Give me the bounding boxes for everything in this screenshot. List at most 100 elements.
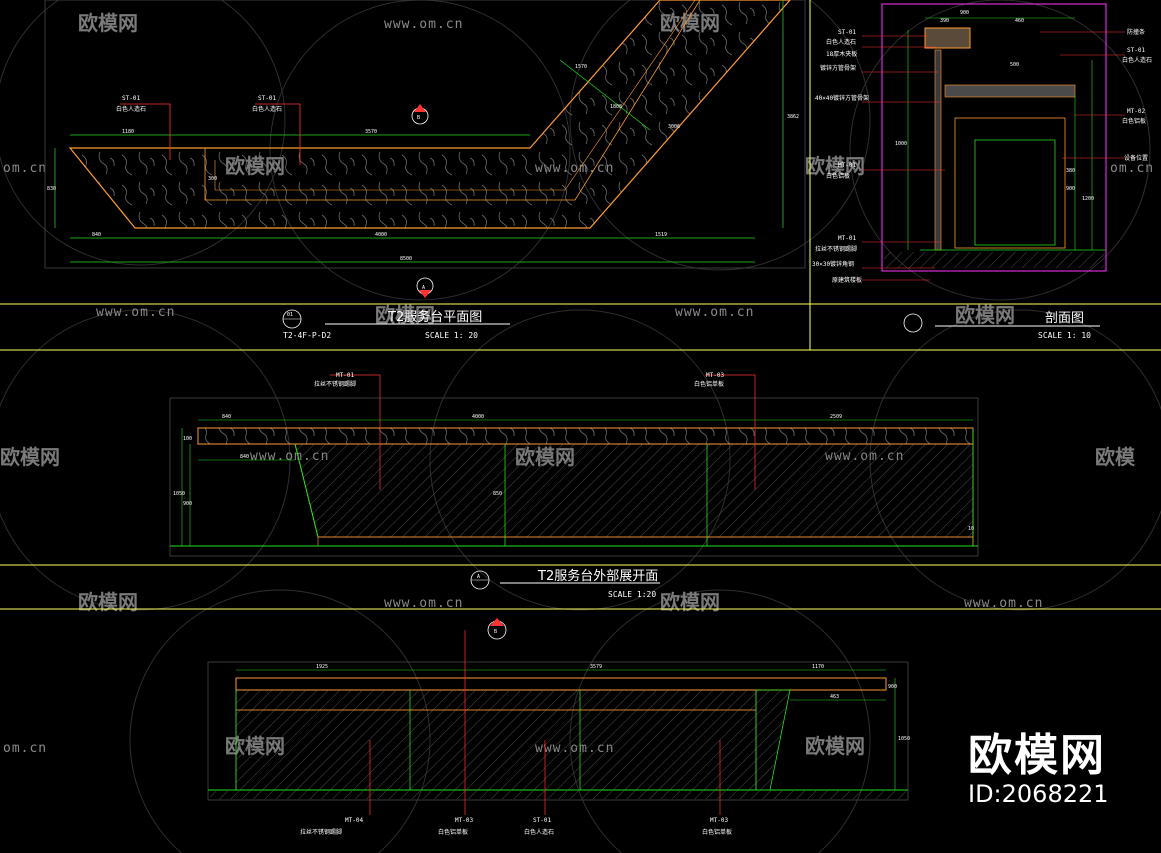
sheet-code: T2-4F-P-D2 xyxy=(283,331,331,340)
svg-text:拉丝不锈钢踢脚: 拉丝不锈钢踢脚 xyxy=(300,828,342,836)
watermark-logo: 欧模网 xyxy=(955,303,1015,327)
dim-label: 1519 xyxy=(655,232,667,238)
inner-elevation: 1925 3579 1170 1050 900 463 MT-04 拉丝不锈钢踢… xyxy=(207,618,910,836)
svg-text:1925: 1925 xyxy=(316,664,328,670)
brand-watermark: 欧模网 ID:2068221 xyxy=(968,732,1148,822)
counter-inner-edge xyxy=(204,0,701,201)
dim-label: 840 xyxy=(92,232,101,238)
svg-text:原建筑楼板: 原建筑楼板 xyxy=(832,276,862,284)
section-marker-a: A xyxy=(416,277,434,298)
watermark-site: www.om.cn xyxy=(964,596,1043,611)
svg-text:3579: 3579 xyxy=(590,664,602,670)
dim-label: 1200 xyxy=(1082,196,1094,202)
section-marker-b: B xyxy=(411,104,429,125)
plan-tag-code: ST-01 xyxy=(122,95,140,102)
svg-text:1050: 1050 xyxy=(173,491,185,497)
watermark-site: www.om.cn xyxy=(96,305,175,320)
dim-label: 500 xyxy=(1010,62,1019,68)
svg-text:白色铝单板: 白色铝单板 xyxy=(694,380,724,388)
plan-title-block: 01 T2-4F-P-D2 T2服务台平面图 SCALE 1: 20 xyxy=(282,309,510,340)
dim-label: 460 xyxy=(1015,18,1024,24)
svg-text:900: 900 xyxy=(183,501,192,507)
svg-text:白色铝板: 白色铝板 xyxy=(1122,117,1146,125)
dim-label: 3570 xyxy=(365,129,377,135)
plan-tag-desc: 白色人造石 xyxy=(252,105,282,113)
front-elevation: 840 4000 2509 1050 900 100 850 840 10 MT… xyxy=(169,372,979,599)
svg-text:MT-01: MT-01 xyxy=(336,372,354,379)
svg-text:MT-04: MT-04 xyxy=(345,817,363,824)
svg-text:白色人造石: 白色人造石 xyxy=(1122,56,1152,64)
plan-view: ST-01 白色人造石 ST-01 白色人造石 1180 3570 840 40… xyxy=(44,0,806,340)
brand-id: ID:2068221 xyxy=(968,780,1109,808)
svg-text:白色人造石: 白色人造石 xyxy=(524,828,554,836)
watermark-logo: 欧模网 xyxy=(375,303,435,327)
svg-text:A: A xyxy=(422,285,425,291)
watermark-logo: 欧模网 xyxy=(78,11,138,35)
dim-label: 1180 xyxy=(122,129,134,135)
plan-dimension-lines xyxy=(54,0,784,263)
svg-text:A: A xyxy=(477,574,480,580)
dim-label: 1808 xyxy=(610,104,622,110)
svg-text:900: 900 xyxy=(888,684,897,690)
svg-text:防撞条: 防撞条 xyxy=(1127,28,1145,36)
dim-label: 300 xyxy=(208,176,217,182)
section-title-block: 剖面图 SCALE 1: 10 xyxy=(903,311,1100,340)
dim-label: 900 xyxy=(960,10,969,16)
svg-text:MT-03: MT-03 xyxy=(706,372,724,379)
sheet-frame xyxy=(0,0,1161,610)
dim-label: 4000 xyxy=(375,232,387,238)
section-title: 剖面图 xyxy=(1045,311,1084,326)
svg-text:30×30镀锌角钢: 30×30镀锌角钢 xyxy=(812,260,854,268)
watermark-logo: 欧模网 xyxy=(805,154,865,178)
svg-text:01: 01 xyxy=(287,312,293,318)
counter-outline xyxy=(68,0,791,229)
svg-text:MT-03: MT-03 xyxy=(710,817,728,824)
svg-text:MT-01: MT-01 xyxy=(838,162,856,169)
watermark-site-edge: om.cn xyxy=(3,161,47,176)
svg-text:B: B xyxy=(494,629,497,635)
plan-leaders xyxy=(120,103,301,165)
svg-text:1050: 1050 xyxy=(898,736,910,742)
dim-label: 3006 xyxy=(668,124,680,130)
svg-text:840: 840 xyxy=(240,454,249,460)
svg-text:463: 463 xyxy=(830,694,839,700)
dim-label: 900 xyxy=(1066,186,1075,192)
svg-text:18厚木夹板: 18厚木夹板 xyxy=(826,50,857,58)
section-view: 900 390 460 500 1000 1200 900 380 ST-01 … xyxy=(812,3,1152,340)
front-title-block: A T2服务台外部展开面 SCALE 1:20 xyxy=(470,568,660,599)
svg-text:MT-01: MT-01 xyxy=(838,235,856,242)
section-marker-b2: B xyxy=(487,618,507,640)
dim-label: 830 xyxy=(47,186,56,192)
svg-text:840: 840 xyxy=(222,414,231,420)
svg-text:10: 10 xyxy=(968,526,974,532)
svg-text:白色铝单板: 白色铝单板 xyxy=(438,828,468,836)
watermark-logo-edge: 欧模网 xyxy=(0,445,60,469)
watermark-site: www.om.cn xyxy=(675,305,754,320)
svg-text:ST-01: ST-01 xyxy=(838,29,856,36)
svg-text:MT-03: MT-03 xyxy=(455,817,473,824)
plan-tag-desc: 白色人造石 xyxy=(116,105,146,113)
svg-text:100: 100 xyxy=(183,436,192,442)
svg-text:B: B xyxy=(417,115,420,121)
watermark-logo: 欧模网 xyxy=(805,734,865,758)
svg-text:设备位置: 设备位置 xyxy=(1124,154,1148,162)
watermark-logo: 欧模网 xyxy=(78,590,138,614)
plan-scale: SCALE 1: 20 xyxy=(425,331,478,340)
dim-label: 390 xyxy=(940,18,949,24)
svg-text:ST-01: ST-01 xyxy=(1127,47,1145,54)
svg-text:MT-02: MT-02 xyxy=(1127,108,1145,115)
watermark-site: www.om.cn xyxy=(384,596,463,611)
svg-text:2509: 2509 xyxy=(830,414,842,420)
section-leaders xyxy=(862,31,1125,281)
section-border xyxy=(881,3,1107,272)
dim-label: 8500 xyxy=(400,256,412,262)
svg-text:4000: 4000 xyxy=(472,414,484,420)
front-title: T2服务台外部展开面 xyxy=(537,568,658,584)
front-scale: SCALE 1:20 xyxy=(608,590,656,599)
watermark-site-edge: om.cn xyxy=(3,741,47,756)
dim-label: 3862 xyxy=(787,114,799,120)
svg-text:ST-01: ST-01 xyxy=(533,817,551,824)
svg-text:镀锌方管骨架: 镀锌方管骨架 xyxy=(820,64,856,72)
svg-text:白色铝板: 白色铝板 xyxy=(826,172,850,180)
